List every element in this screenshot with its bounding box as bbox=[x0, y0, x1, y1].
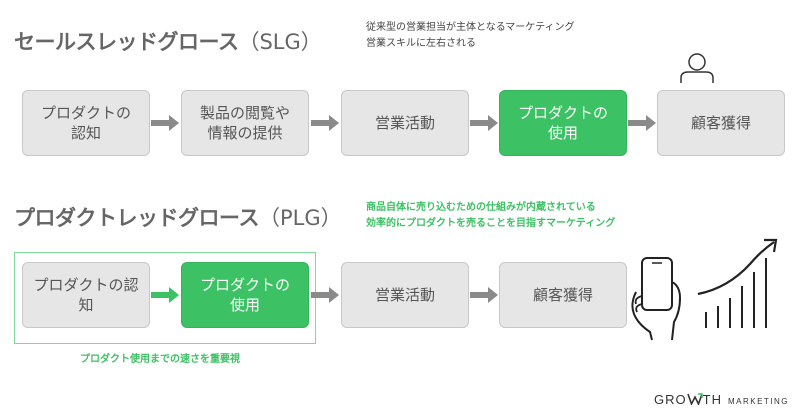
plg-step-awareness: プロダクトの認知 bbox=[22, 262, 150, 328]
right-arrow-icon bbox=[628, 115, 656, 131]
plg-title-text: プロダクトレッドグロース bbox=[14, 206, 259, 230]
slg-step-browse-info-line-2: 情報の提供 bbox=[207, 124, 283, 142]
right-arrow-icon bbox=[470, 287, 498, 303]
growth-chart-icon bbox=[697, 238, 778, 328]
slg-step-awareness-line-2: 認知 bbox=[70, 124, 101, 142]
plg-step-product-use: プロダクトの使用 bbox=[181, 262, 309, 328]
plg-step-customer-acquisition-line-1: 顧客獲得 bbox=[532, 286, 593, 304]
slg-title-abbr: （SLG） bbox=[238, 30, 322, 54]
plg-step-product-use-line-1: プロダクトの bbox=[199, 276, 290, 294]
plg-step-sales-activity-line-1: 営業活動 bbox=[374, 286, 435, 304]
brand-name-pre: GRO bbox=[654, 392, 687, 407]
plg-step-customer-acquisition: 顧客獲得 bbox=[499, 262, 627, 328]
plg-description-line-2: 効率的にプロダクトを売ることを目指すマーケティング bbox=[366, 218, 616, 229]
slg-description: 従来型の営業担当が主体となるマーケティング 営業スキルに左右される bbox=[366, 20, 575, 52]
slg-description-line-1: 従来型の営業担当が主体となるマーケティング bbox=[366, 22, 575, 33]
plg-title: プロダクトレッドグロース（PLG） bbox=[14, 202, 342, 232]
slg-title-text: セールスレッドグロース bbox=[14, 30, 239, 54]
growth-w-logo-icon bbox=[686, 393, 703, 407]
slg-step-product-use-line-1: プロダクトの bbox=[517, 104, 608, 122]
right-arrow-icon bbox=[151, 115, 179, 131]
plg-description-line-1: 商品自体に売り込むための仕組みが内蔵されている bbox=[366, 202, 596, 213]
slg-step-browse-info-line-1: 製品の閲覧や bbox=[199, 104, 290, 122]
plg-step-awareness-line-1: プロダクトの認 bbox=[33, 276, 139, 294]
plg-speed-note: プロダクト使用までの速さを重要視 bbox=[80, 354, 240, 365]
plg-step-sales-activity: 営業活動 bbox=[341, 262, 469, 328]
plg-description: 商品自体に売り込むための仕組みが内蔵されている 効率的にプロダクトを売ることを目… bbox=[366, 200, 615, 232]
brand-sub: MARKETING bbox=[727, 397, 790, 406]
plg-step-product-use-line-2: 使用 bbox=[229, 296, 260, 314]
slg-step-awareness: プロダクトの認知 bbox=[22, 90, 150, 156]
slg-step-product-use: プロダクトの使用 bbox=[499, 90, 627, 156]
plg-title-abbr: （PLG） bbox=[258, 206, 342, 230]
slg-step-customer-acquisition-line-1: 顧客獲得 bbox=[690, 114, 751, 132]
plg-step-awareness-line-2: 知 bbox=[78, 296, 94, 314]
slg-step-awareness-line-1: プロダクトの bbox=[40, 104, 131, 122]
right-arrow-icon bbox=[311, 115, 339, 131]
slg-title: セールスレッドグロース（SLG） bbox=[14, 26, 322, 56]
person-icon bbox=[680, 53, 714, 83]
brand-logo: GRO TH MARKETING bbox=[654, 392, 789, 407]
slg-step-product-use-line-2: 使用 bbox=[547, 124, 578, 142]
slg-description-line-2: 営業スキルに左右される bbox=[366, 38, 476, 49]
right-arrow-icon bbox=[311, 287, 339, 303]
slg-step-customer-acquisition: 顧客獲得 bbox=[657, 90, 785, 156]
hand-phone-icon bbox=[631, 257, 682, 341]
brand-name-post: TH bbox=[702, 392, 722, 407]
slg-step-sales-activity-line-1: 営業活動 bbox=[374, 114, 435, 132]
right-arrow-icon bbox=[470, 115, 498, 131]
right-arrow-icon bbox=[151, 287, 179, 303]
slg-step-browse-info: 製品の閲覧や情報の提供 bbox=[181, 90, 309, 156]
slg-step-sales-activity: 営業活動 bbox=[341, 90, 469, 156]
